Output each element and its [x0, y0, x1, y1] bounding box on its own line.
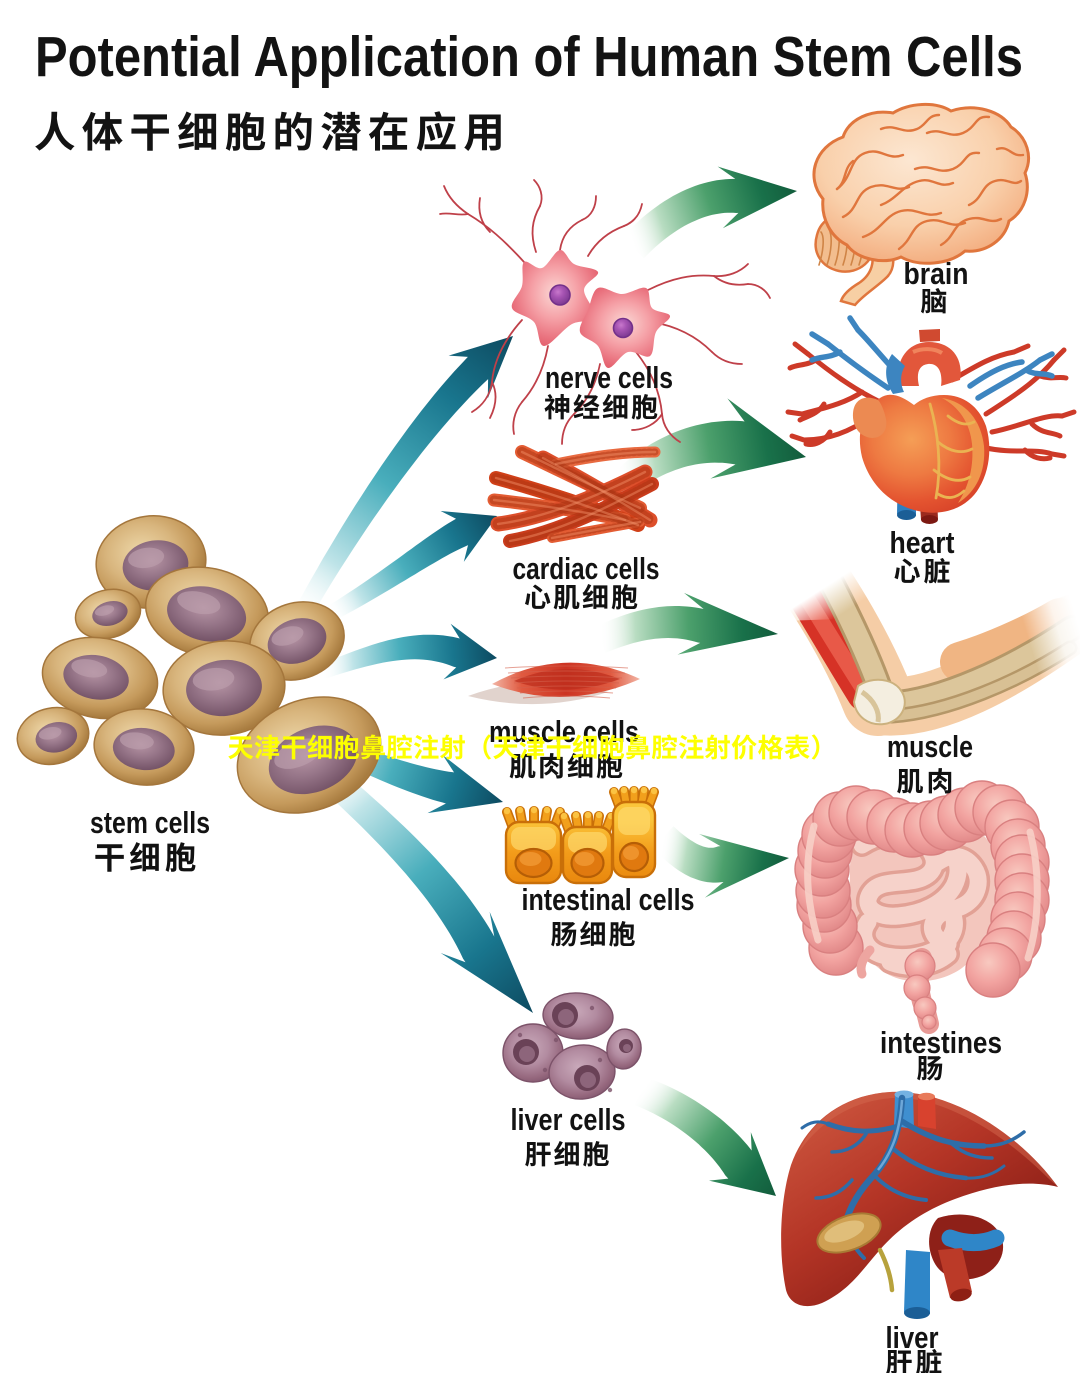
svg-text:heart: heart [890, 525, 955, 560]
svg-text:cardiac cells: cardiac cells [513, 551, 660, 586]
svg-text:liver cells: liver cells [511, 1102, 626, 1137]
svg-text:intestines: intestines [880, 1025, 1002, 1060]
svg-text:liver: liver [886, 1320, 939, 1355]
svg-text:Potential Application of Human: Potential Application of Human Stem Cell… [35, 25, 1023, 89]
svg-text:nerve cells: nerve cells [545, 360, 673, 395]
svg-text:intestinal cells: intestinal cells [522, 882, 695, 917]
svg-text:stem cells: stem cells [90, 805, 210, 840]
svg-text:muscle: muscle [887, 729, 973, 764]
svg-text:brain: brain [904, 256, 969, 291]
